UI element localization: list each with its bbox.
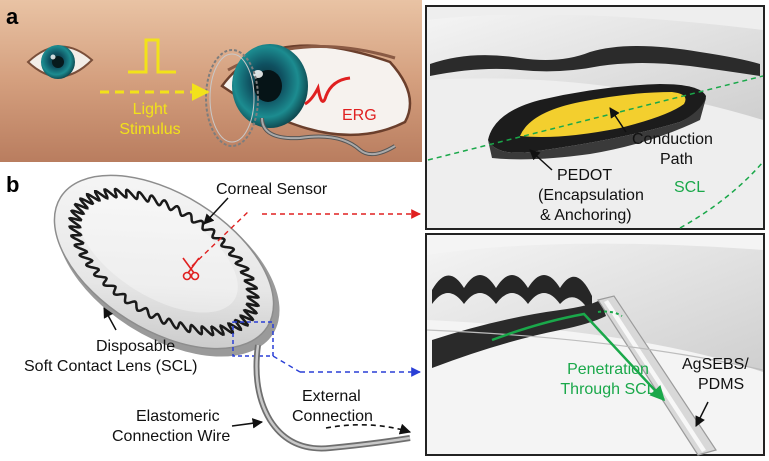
panel-a-letter: a: [6, 4, 19, 29]
corneal-sensor-arrow: [203, 197, 229, 225]
penetration-label-line2: Through SCL: [560, 381, 655, 398]
left-eye: [26, 45, 94, 79]
panel-b-letter: b: [6, 172, 19, 197]
external-connection-arrow: [325, 423, 412, 435]
external-label-line2: Connection: [292, 408, 373, 425]
erg-waveform: [304, 76, 351, 106]
conduction-arrow: [609, 107, 627, 133]
wire-arrow: [231, 418, 264, 429]
lens-label-line1: Disposable: [96, 338, 175, 355]
serpentine-corneal-sensor: [67, 187, 261, 337]
agsebs-label-line1: AgSEBS/: [682, 356, 749, 373]
soft-contact-lens: [53, 174, 280, 357]
blue-dash-diag: [272, 355, 301, 373]
penetration-arrow: [491, 312, 666, 402]
wire-label-line1: Elastomeric: [136, 408, 220, 425]
pedot-label-line3: & Anchoring): [540, 207, 632, 224]
lens-label-line2: Soft Contact Lens (SCL): [24, 358, 197, 375]
light-pulse-icon: [128, 38, 176, 74]
stimulus-label-line2: Stimulus: [119, 121, 180, 138]
corneal-sensor-label: Corneal Sensor: [216, 181, 328, 198]
red-dash-sensor: [191, 209, 251, 267]
elastomeric-wire-highlight: [255, 344, 411, 450]
lens-arrow: [103, 307, 117, 331]
pedot-label-line2: (Encapsulation: [538, 187, 644, 204]
wire-label-line2: Connection Wire: [112, 428, 230, 445]
penetration-arrow-dash: [597, 310, 623, 317]
top-inset: [425, 5, 765, 230]
pedot-label-line1: PEDOT: [557, 167, 612, 184]
conduction-label-line1: Conduction: [632, 131, 713, 148]
panel-a-illustration: [0, 0, 422, 162]
external-label-line1: External: [302, 388, 361, 405]
agsebs-label-line2: PDMS: [698, 376, 744, 393]
bottom-inset: [425, 233, 765, 456]
scl-label: SCL: [674, 179, 705, 196]
conduction-label-line2: Path: [660, 151, 693, 168]
pedot-arrow: [529, 149, 553, 171]
stimulus-label-line1: Light: [133, 101, 168, 118]
agsebs-arrow: [695, 401, 709, 427]
contact-lens-on-eye: [205, 49, 259, 147]
blue-zoom-box: [232, 321, 274, 357]
right-eye: [220, 44, 412, 137]
eye-wire-highlight: [261, 117, 396, 156]
erg-label: ERG: [342, 107, 377, 124]
penetration-label-line1: Penetration: [567, 361, 649, 378]
